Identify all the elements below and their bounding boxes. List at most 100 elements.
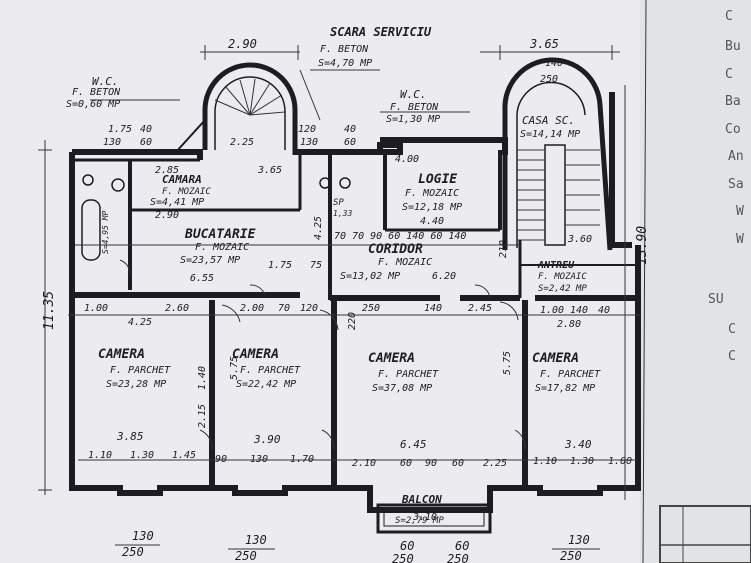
logie-area: S=12,18 MP bbox=[402, 202, 462, 213]
dim: 60 bbox=[452, 458, 464, 469]
dim: 3.10 bbox=[412, 512, 437, 523]
door-swings bbox=[119, 259, 526, 451]
dim: 1.75 bbox=[108, 124, 132, 135]
dim: 1.00 bbox=[84, 303, 108, 314]
dim: 40 bbox=[344, 124, 356, 135]
interior-walls bbox=[72, 150, 638, 486]
room-camara: CAMARA F. MOZAIC S=4,41 MP bbox=[150, 173, 211, 208]
dim: 250 bbox=[362, 303, 380, 314]
dim: 1.00 bbox=[540, 305, 564, 316]
dim: 40 bbox=[140, 124, 152, 135]
logie-name: LOGIE bbox=[418, 172, 457, 187]
dim: 60 bbox=[400, 458, 412, 469]
dim: 90 bbox=[425, 458, 437, 469]
room-bucatarie: BUCATARIE F. MOZAIC S=23,57 MP bbox=[180, 227, 256, 266]
dim: 90 bbox=[215, 454, 227, 465]
room-wc-1: W.C. F. BETON S=0,60 MP bbox=[66, 75, 121, 110]
dim: 120 bbox=[298, 124, 316, 135]
dim: 4.40 bbox=[420, 216, 444, 227]
dim: 1.10 bbox=[533, 456, 557, 467]
dim: 1.40 bbox=[197, 366, 208, 390]
bucatarie-name: BUCATARIE bbox=[184, 227, 256, 242]
dim: 2.10 bbox=[352, 458, 376, 469]
dim: 140 bbox=[570, 305, 588, 316]
dim: 2.90 bbox=[155, 210, 179, 221]
dimension-lines bbox=[38, 45, 640, 500]
dim: 130 bbox=[250, 454, 268, 465]
dim: 40 bbox=[598, 305, 610, 316]
dim: 2.60 bbox=[165, 303, 189, 314]
wc1-area: S=0,60 MP bbox=[66, 99, 120, 110]
dim: 4.25 bbox=[128, 317, 152, 328]
camera4-area: S=17,82 MP bbox=[535, 383, 595, 394]
dim: 2.00 bbox=[240, 303, 264, 314]
camera1-area: S=23,28 MP bbox=[106, 379, 166, 390]
dim: 3.40 bbox=[564, 438, 592, 451]
legend-cut-off: C Bu C Ba Co An Sa W W SU C C bbox=[708, 9, 744, 364]
room-wc-2: W.C. F. BETON S=1,30 MP bbox=[386, 88, 440, 125]
room-camera-2: CAMERA F. PARCHET S=22,42 MP bbox=[232, 347, 301, 390]
dim: 60 bbox=[400, 539, 414, 553]
dim: 4.00 bbox=[395, 154, 419, 165]
dim: 1.00 bbox=[608, 456, 632, 467]
dim: 250 bbox=[540, 74, 558, 85]
page-fold bbox=[642, 0, 647, 563]
dim: 140 bbox=[424, 303, 442, 314]
dim: 1.70 bbox=[290, 454, 314, 465]
logie-floor: F. MOZAIC bbox=[405, 188, 459, 199]
bucatarie-area: S=23,57 MP bbox=[180, 255, 240, 266]
dim: 2.25 bbox=[483, 458, 507, 469]
title-block bbox=[659, 505, 751, 563]
wc1-floor: F. BETON bbox=[72, 87, 121, 98]
dim: 5.75 bbox=[502, 351, 513, 375]
dim: 130 bbox=[132, 529, 154, 543]
sp-name: SP bbox=[333, 198, 344, 208]
coridor-dim: 6.20 bbox=[432, 271, 456, 282]
coridor-area: S=13,02 MP bbox=[340, 271, 400, 282]
dim: 1.75 bbox=[268, 260, 292, 271]
dim: 2.25 bbox=[230, 137, 254, 148]
dim: 13.90 bbox=[635, 226, 650, 265]
scara-name: SCARA SERVICIU bbox=[330, 25, 432, 39]
dim: 250 bbox=[122, 545, 144, 559]
dim: 120 bbox=[300, 303, 318, 314]
scara-floor: F. BETON bbox=[320, 44, 369, 55]
room-casa-sc: CASA SC. S=14,14 MP bbox=[520, 114, 580, 140]
dim: 250 bbox=[235, 549, 257, 563]
dimension-labels: 2.90 3.65 140 250 1.75 40 130 60 120 130… bbox=[42, 37, 650, 523]
dim: 1.45 bbox=[172, 450, 196, 461]
room-coridor: CORIDOR F. MOZAIC S=13,02 MP 6.20 bbox=[340, 242, 456, 282]
baie-area: S=4,95 MP bbox=[101, 210, 110, 254]
dim: 1.30 bbox=[130, 450, 154, 461]
service-stair bbox=[175, 62, 298, 155]
dim: 2.80 bbox=[557, 319, 581, 330]
camera3-area: S=37,08 MP bbox=[372, 383, 432, 394]
legend-letter: W bbox=[736, 232, 744, 247]
legend-letter: SU bbox=[708, 292, 724, 307]
room-sp: SP 1,33 bbox=[333, 198, 352, 218]
dim: 60 bbox=[455, 539, 469, 553]
antreu-area: S=2,42 MP bbox=[538, 284, 587, 294]
scara-area: S=4,70 MP bbox=[318, 58, 372, 69]
dim: 250 bbox=[392, 552, 414, 563]
balcony bbox=[376, 503, 492, 534]
camera4-floor: F. PARCHET bbox=[540, 369, 601, 380]
dim: 210 bbox=[498, 240, 509, 258]
dim: 130 bbox=[103, 137, 121, 148]
dim: 250 bbox=[560, 549, 582, 563]
balcon-name: BALCON bbox=[401, 493, 442, 506]
dim: 3.85 bbox=[116, 430, 144, 443]
room-camera-1: CAMERA F. PARCHET S=23,28 MP bbox=[98, 347, 171, 390]
dim: 130 bbox=[300, 137, 318, 148]
main-stair bbox=[502, 57, 613, 251]
casa-sc-area: S=14,14 MP bbox=[520, 129, 580, 140]
antreu-floor: F. MOZAIC bbox=[538, 272, 587, 282]
dim: 4.25 bbox=[313, 216, 324, 240]
paper-right-margin bbox=[640, 0, 751, 563]
camera3-floor: F. PARCHET bbox=[378, 369, 439, 380]
dim: 250 bbox=[447, 552, 469, 563]
dim: 70 70 90 60 140 60 140 bbox=[334, 231, 466, 242]
bath-fixtures bbox=[81, 174, 351, 261]
